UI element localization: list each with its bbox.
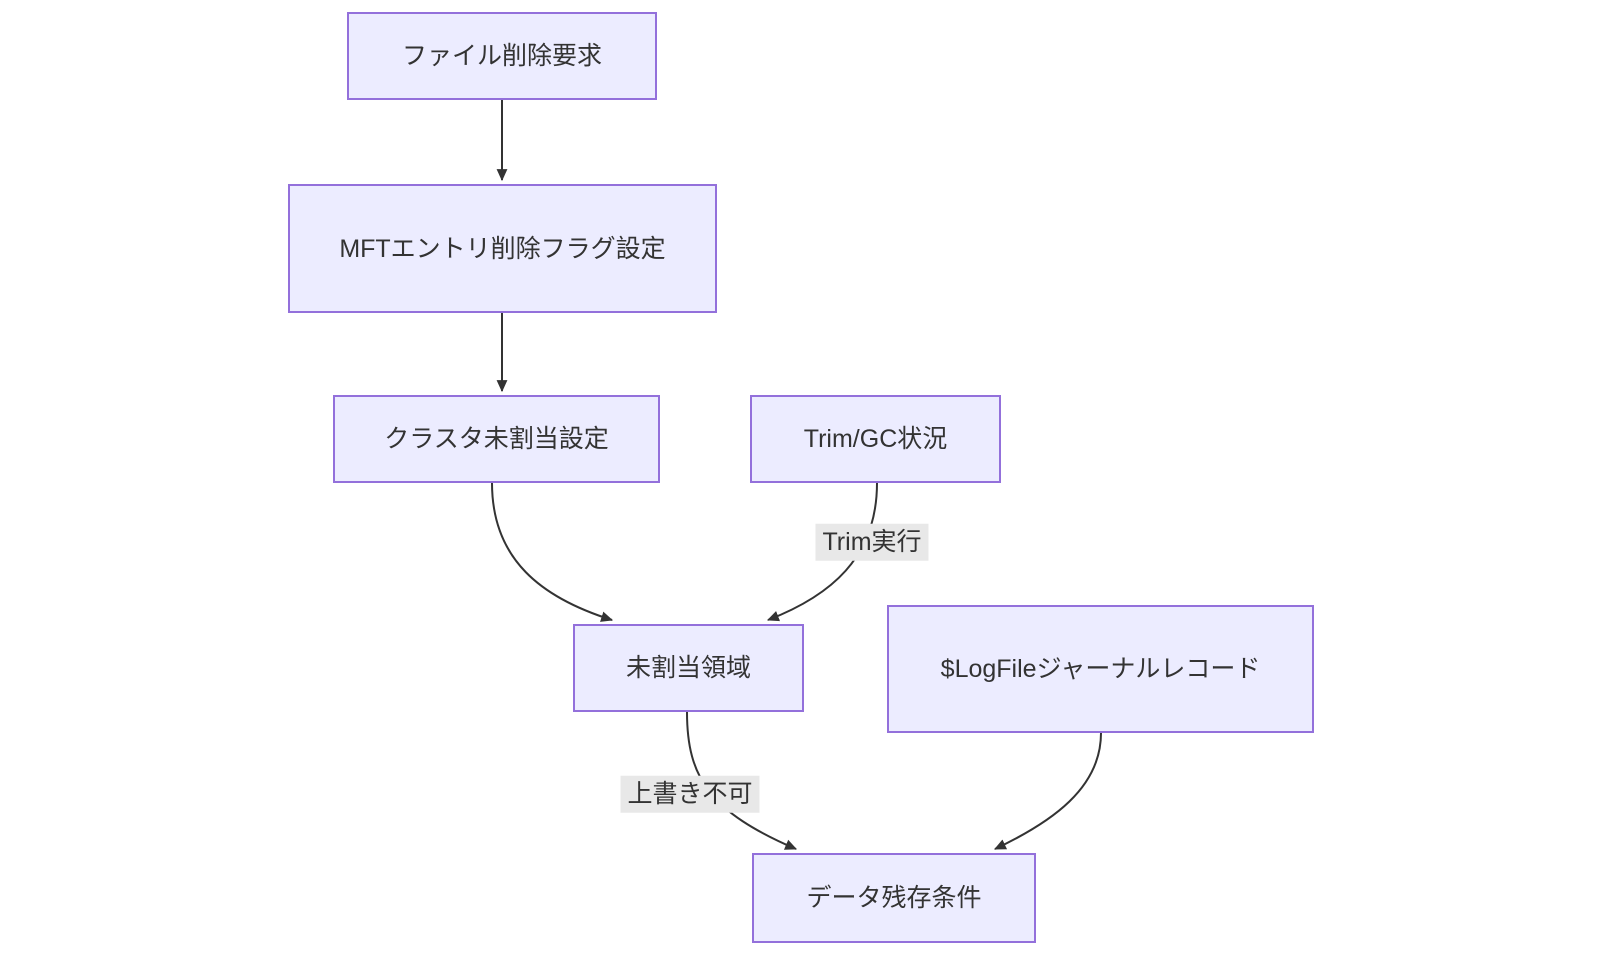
edge-cluster-to-unalloc: [491, 482, 614, 622]
edge-label-overwrite-impossible: 上書き不可: [620, 775, 760, 813]
edge-label-text: 上書き不可: [627, 779, 753, 808]
node-label: クラスタ未割当設定: [384, 425, 609, 453]
node-label: MFTエントリ削除フラグ設定: [339, 234, 666, 263]
edge-logfile-to-remain: [994, 732, 1102, 850]
node-mft-delete-flag: MFTエントリ削除フラグ設定: [288, 184, 717, 313]
node-logfile-journal: $LogFileジャーナルレコード: [887, 605, 1314, 733]
node-label: Trim/GC状況: [803, 425, 948, 453]
node-label: 未割当領域: [625, 654, 751, 682]
node-file-delete-request: ファイル削除要求: [347, 12, 657, 100]
edge-trim-to-unalloc: [766, 482, 878, 622]
node-data-remanence: データ残存条件: [752, 853, 1036, 943]
node-label: ファイル削除要求: [401, 42, 602, 70]
edge-label-trim-exec: Trim実行: [815, 523, 929, 561]
node-label: $LogFileジャーナルレコード: [940, 655, 1261, 683]
node-label: データ残存条件: [806, 884, 982, 912]
edge-label-text: Trim実行: [822, 527, 922, 556]
node-unallocated-area: 未割当領域: [573, 624, 804, 712]
node-cluster-unallocated: クラスタ未割当設定: [333, 395, 660, 483]
node-trim-gc-status: Trim/GC状況: [750, 395, 1001, 483]
